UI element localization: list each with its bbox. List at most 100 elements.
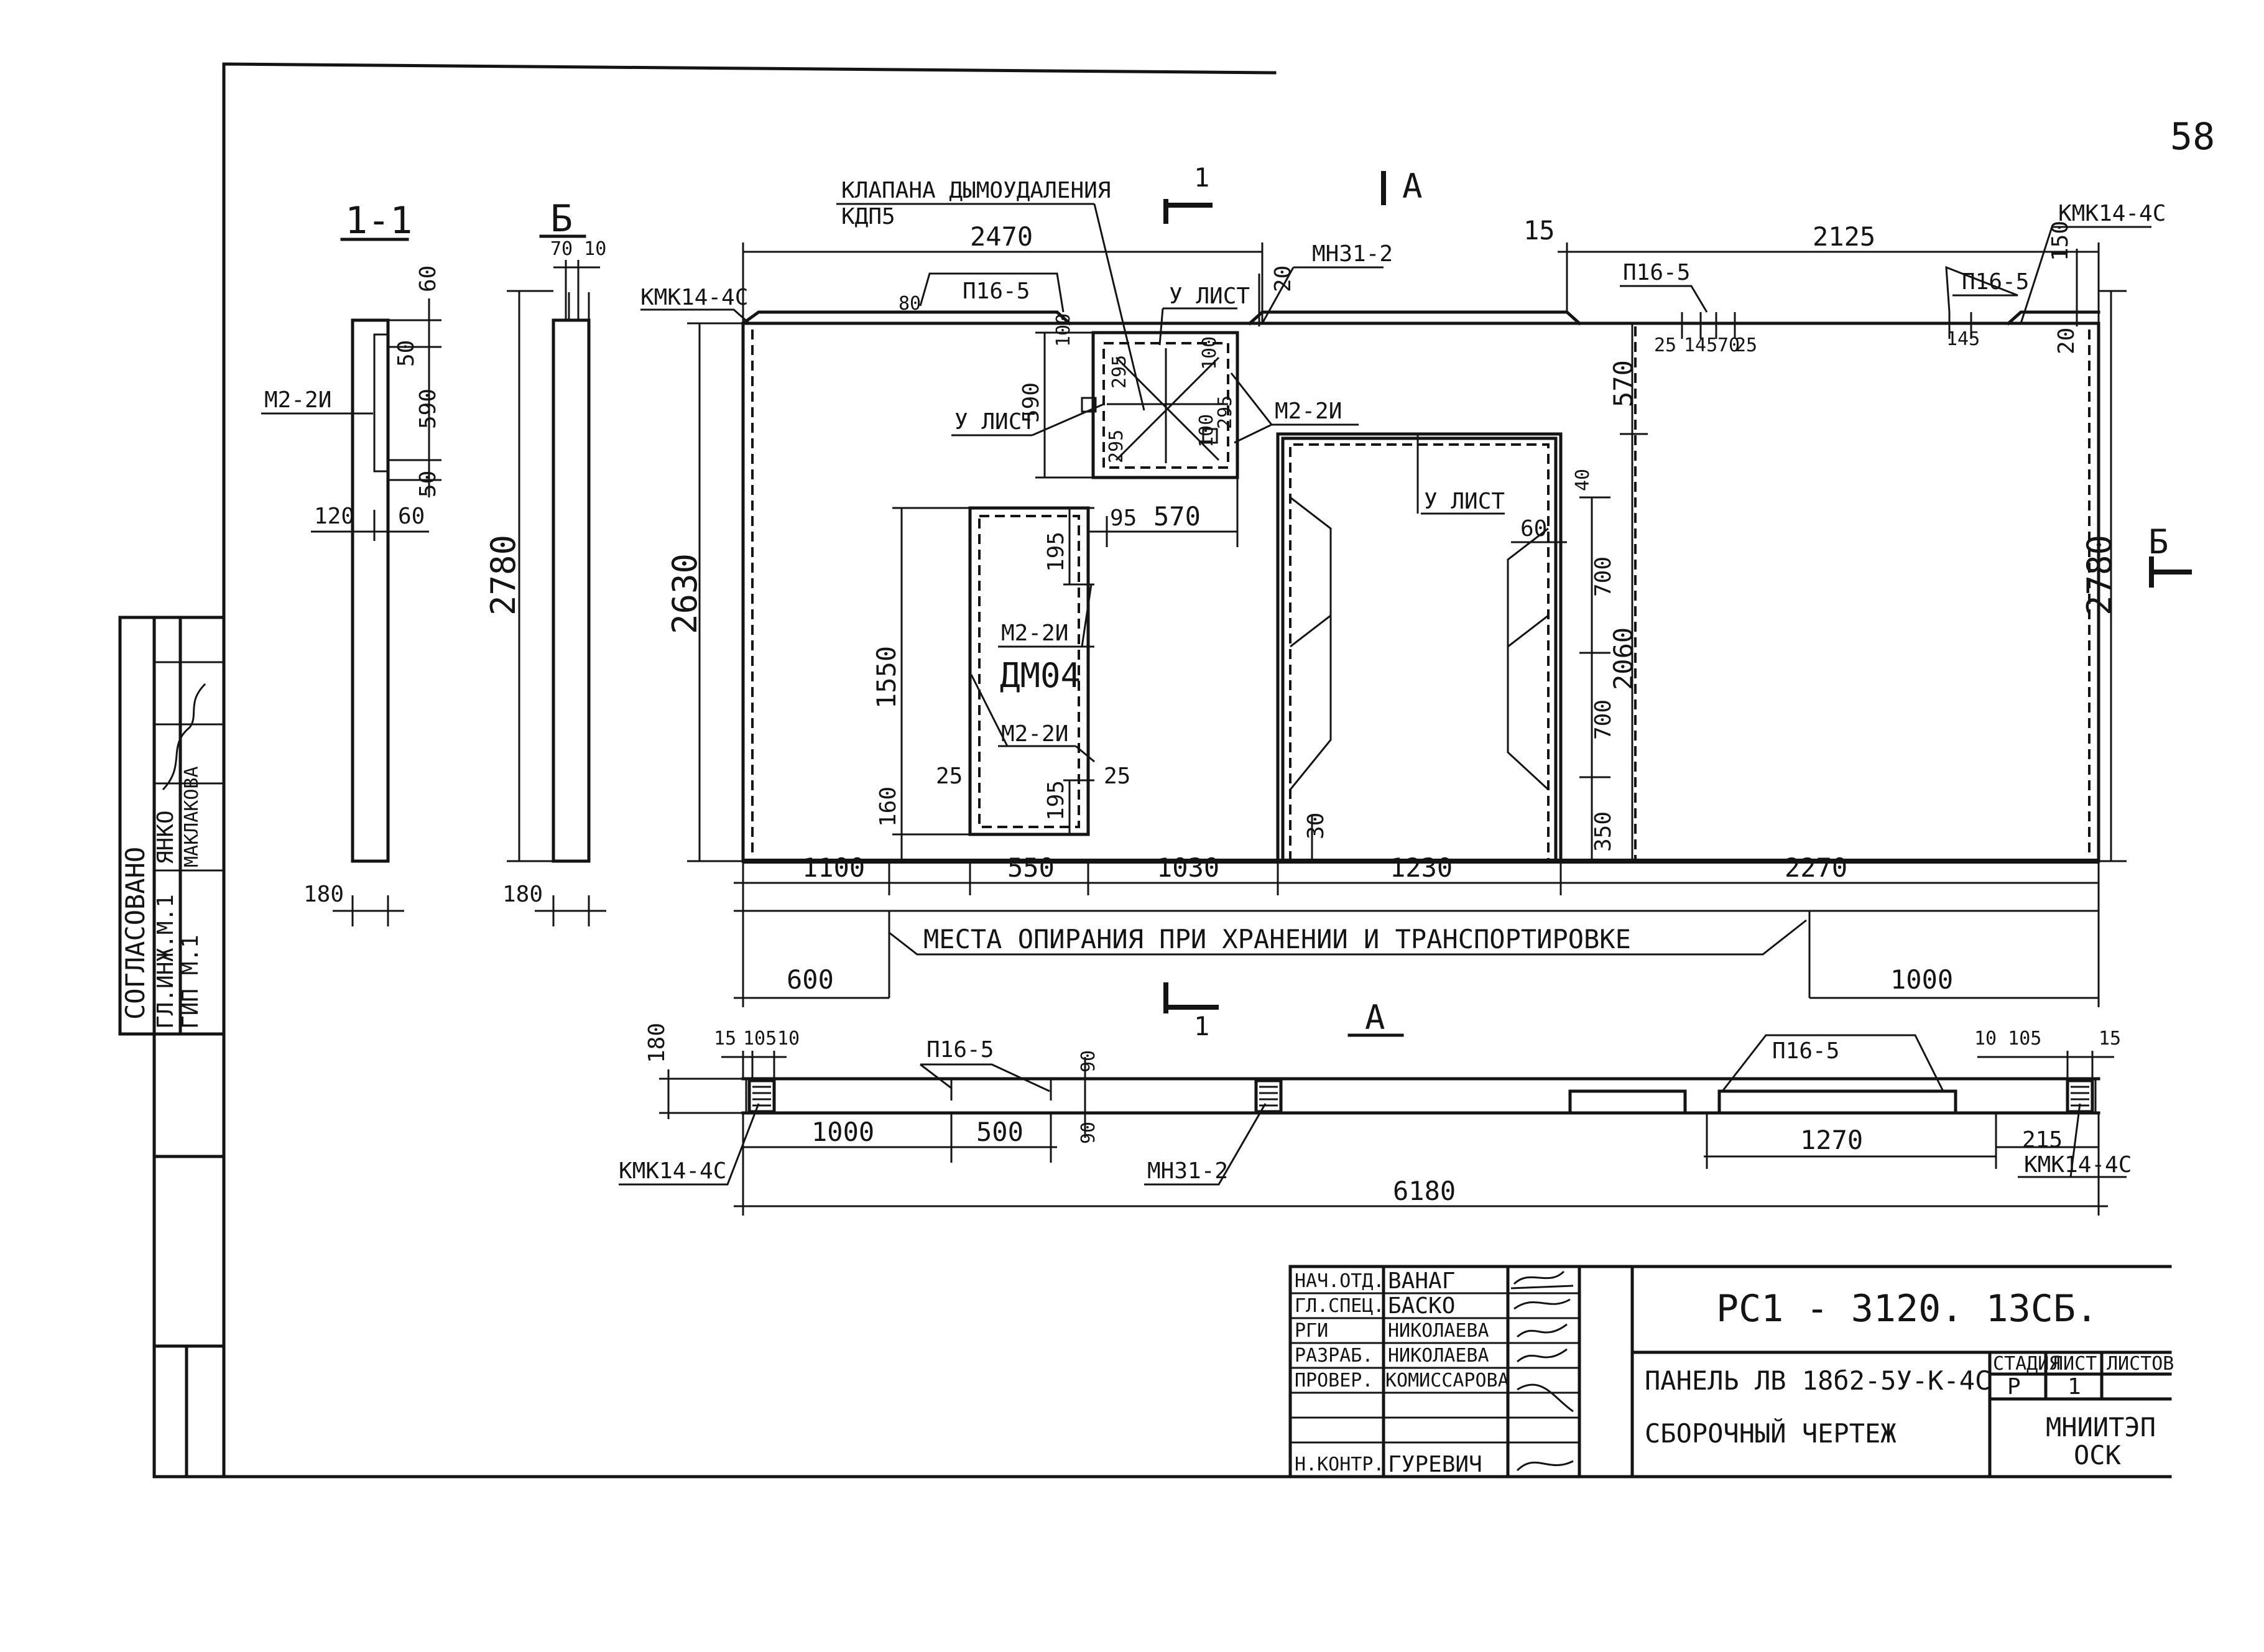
view-b-title: Б [550, 197, 573, 241]
svg-text:295: 295 [1106, 430, 1127, 463]
organization-line2: ОСК [2074, 1440, 2122, 1470]
svg-text:НИКОЛАЕВА: НИКОЛАЕВА [1388, 1345, 1489, 1367]
m2-valve-label: М2-2И [1275, 399, 1342, 424]
svg-text:570: 570 [1608, 360, 1638, 407]
view-b-mark: Б [2148, 522, 2169, 561]
ulist-label-3: У ЛИСТ [1424, 489, 1505, 514]
svg-text:ЛИСТОВ: ЛИСТОВ [2107, 1353, 2174, 1375]
svg-text:БАСКО: БАСКО [1388, 1293, 1455, 1319]
drawing-type: СБОРОЧНЫЙ ЧЕРТЕЖ [1645, 1418, 1897, 1449]
svg-text:550: 550 [1007, 852, 1055, 883]
svg-text:2060: 2060 [1608, 627, 1638, 690]
svg-text:2630: 2630 [665, 553, 705, 634]
organization-line1: МНИИТЭП [2046, 1412, 2156, 1442]
support-note: МЕСТА ОПИРАНИЯ ПРИ ХРАНЕНИИ И ТРАНСПОРТИ… [923, 924, 1631, 954]
svg-text:180: 180 [644, 1023, 670, 1063]
p16-plan-label-2: П16-5 [1772, 1038, 1839, 1064]
section-m2-label: М2-2И [264, 387, 331, 413]
approval-name-1: ЯНКО [153, 810, 178, 864]
svg-text:РГИ: РГИ [1295, 1320, 1328, 1342]
section-1-1: 1-1 60 50 590 50 М2-2И 120 60 180 [261, 199, 441, 926]
title-block: НАЧ.ОТД. ВАНАГ ГЛ.СПЕЦ. БАСКО РГИ НИКОЛА… [1288, 1265, 2174, 1479]
signature-2 [1513, 1298, 1571, 1310]
svg-text:70 10: 70 10 [550, 238, 606, 260]
svg-text:60: 60 [398, 504, 425, 529]
plan-title: А [1365, 998, 1385, 1037]
svg-text:КОМИССАРОВА: КОМИССАРОВА [1385, 1370, 1509, 1391]
svg-text:25: 25 [1104, 764, 1130, 789]
svg-text:180: 180 [303, 882, 344, 907]
svg-text:50: 50 [415, 471, 441, 497]
approval-role-2: ГИП М.1 [178, 934, 203, 1029]
svg-text:700: 700 [1591, 556, 1616, 597]
kmk-right-label: КМК14-4С [2058, 201, 2166, 226]
svg-text:1: 1 [2068, 1374, 2081, 1400]
svg-text:160: 160 [876, 787, 901, 827]
m2-window-label-1: М2-2И [1001, 621, 1068, 646]
svg-text:95: 95 [1110, 505, 1137, 531]
svg-text:180: 180 [502, 882, 543, 907]
svg-text:145: 145 [1684, 335, 1717, 356]
p16-plan-label-1: П16-5 [926, 1037, 994, 1063]
approval-role-1: ГЛ.ИНЖ.М.1 [153, 894, 178, 1029]
svg-text:40: 40 [1572, 469, 1594, 491]
svg-text:570: 570 [1153, 501, 1201, 532]
svg-text:70: 70 [1717, 335, 1740, 356]
svg-text:Р: Р [2007, 1374, 2021, 1400]
svg-text:590: 590 [415, 389, 441, 429]
svg-text:2125: 2125 [1813, 221, 1875, 252]
svg-text:1270: 1270 [1800, 1125, 1863, 1155]
svg-text:80: 80 [899, 293, 921, 315]
p16-label-1: П16-5 [963, 279, 1030, 304]
view-b: Б 70 10 2780 180 [484, 197, 606, 926]
svg-text:2780: 2780 [2080, 535, 2119, 616]
svg-text:10 105: 10 105 [1974, 1028, 2041, 1050]
svg-text:150: 150 [2048, 221, 2073, 261]
approval-title: СОГЛАСОВАНО [120, 847, 150, 1020]
sheet-number: 58 [2170, 115, 2215, 159]
svg-text:1000: 1000 [1890, 964, 1953, 995]
svg-text:90: 90 [1078, 1050, 1099, 1073]
svg-text:РАЗРАБ.: РАЗРАБ. [1295, 1345, 1373, 1367]
signature-3 [1517, 1323, 1568, 1338]
doc-code: РС1 - 3120. 13СБ. [1716, 1287, 2098, 1331]
main-elevation: ДМ04 [741, 310, 2100, 864]
elevation-labels: КЛАПАНА ДЫМОУДАЛЕНИЯ КДП5 КМК14-4С П16-5… [640, 162, 2192, 763]
svg-text:120: 120 [314, 504, 354, 529]
plan-section-mark: 1 [1194, 1011, 1209, 1041]
plan-view-a: 1 А П16-5 П16-5 КМК14-4С МН31-2 КМК14-4С… [619, 982, 2132, 1216]
view-a-mark: А [1402, 167, 1423, 206]
svg-text:100: 100 [1053, 313, 1074, 347]
elevation-dimensions: 2470 15 2125 20 150 20 80 590 100 295 29… [665, 215, 2127, 1007]
svg-text:ВАНАГ: ВАНАГ [1388, 1268, 1455, 1294]
svg-text:195: 195 [1043, 780, 1069, 821]
svg-text:500: 500 [976, 1117, 1023, 1147]
svg-text:25: 25 [1735, 335, 1757, 356]
p16-label-3: П16-5 [1962, 269, 2029, 295]
mn31-top-label: МН31-2 [1312, 241, 1393, 267]
signature-1 [1510, 1270, 1574, 1290]
svg-text:1230: 1230 [1390, 852, 1453, 883]
svg-text:30: 30 [1303, 813, 1329, 839]
ulist-label-1: У ЛИСТ [1169, 284, 1250, 309]
svg-text:1100: 1100 [802, 852, 865, 883]
signature-5 [1517, 1383, 1574, 1413]
ulist-label-2: У ЛИСТ [954, 409, 1035, 435]
svg-text:ГУРЕВИЧ: ГУРЕВИЧ [1388, 1452, 1482, 1477]
section-1-1-title: 1-1 [345, 199, 412, 242]
product-name: ПАНЕЛЬ ЛВ 18б2-5У-К-4С [1645, 1365, 1990, 1396]
svg-text:6180: 6180 [1393, 1176, 1456, 1206]
svg-text:Н.КОНТР.: Н.КОНТР. [1295, 1454, 1385, 1475]
svg-text:295: 295 [1109, 355, 1130, 389]
svg-text:20: 20 [2054, 328, 2079, 354]
svg-text:2470: 2470 [970, 221, 1033, 252]
section-mark-top: 1 [1194, 162, 1209, 193]
svg-text:50: 50 [394, 340, 419, 367]
svg-text:25: 25 [936, 764, 963, 789]
approval-name-2: МАКЛАКОВА [181, 766, 203, 867]
mn31-plan-label: МН31-2 [1147, 1158, 1228, 1184]
signature-4 [1517, 1348, 1568, 1363]
svg-text:60: 60 [1520, 516, 1547, 542]
window-dm04-label: ДМ04 [1000, 656, 1081, 695]
svg-text:ЛИСТ: ЛИСТ [2052, 1353, 2097, 1375]
